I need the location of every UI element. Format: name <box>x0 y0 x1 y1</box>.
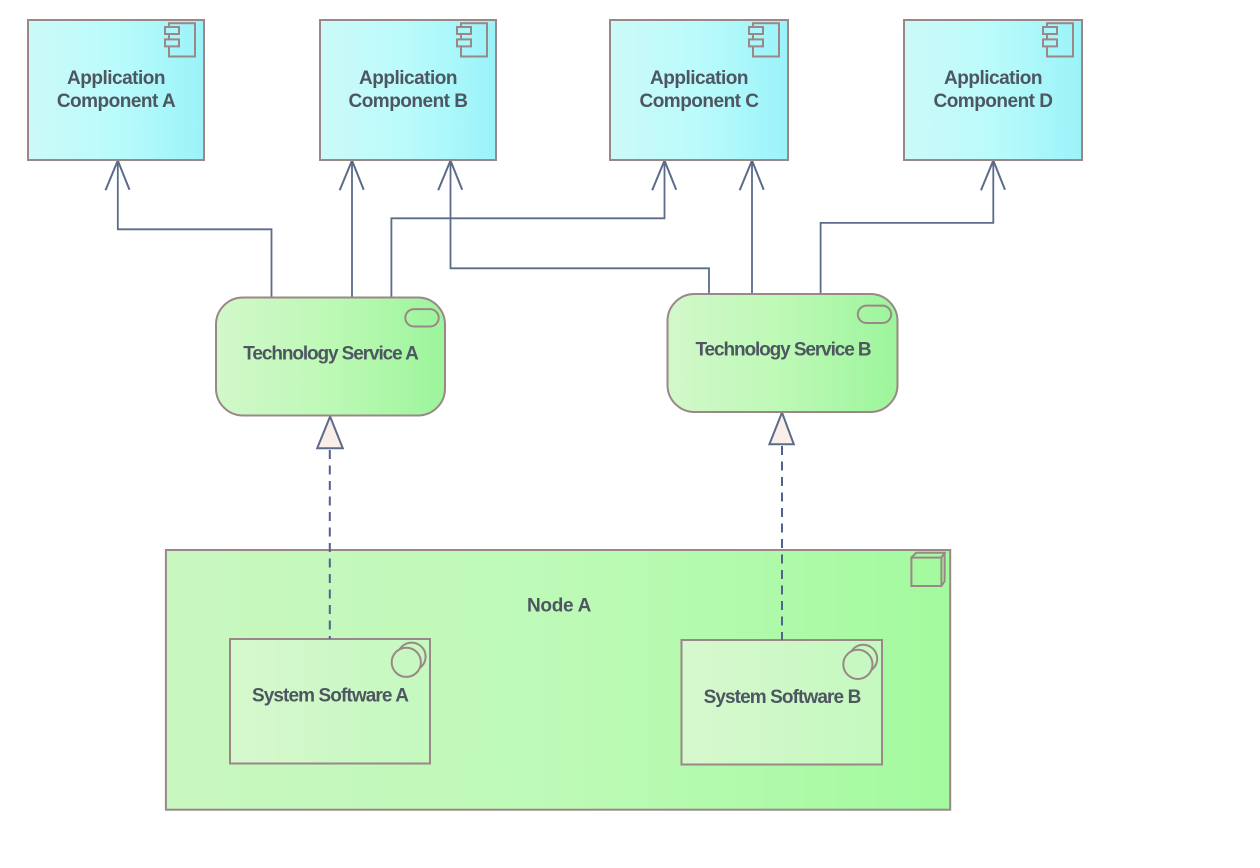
svg-text:Component D: Component D <box>933 91 1052 112</box>
svg-text:System Software A: System Software A <box>252 686 409 707</box>
svg-text:Application: Application <box>650 68 748 89</box>
svg-text:Technology Service B: Technology Service B <box>695 340 870 361</box>
svg-text:System Software B: System Software B <box>704 687 861 708</box>
svg-text:Application: Application <box>944 68 1042 89</box>
svg-text:Component C: Component C <box>639 91 759 112</box>
svg-text:Component B: Component B <box>348 91 467 112</box>
svg-text:Component A: Component A <box>57 91 176 112</box>
svg-text:Application: Application <box>67 68 165 89</box>
svg-text:Application: Application <box>359 68 457 89</box>
svg-text:Node A: Node A <box>527 596 592 617</box>
svg-text:Technology Service A: Technology Service A <box>243 344 419 365</box>
